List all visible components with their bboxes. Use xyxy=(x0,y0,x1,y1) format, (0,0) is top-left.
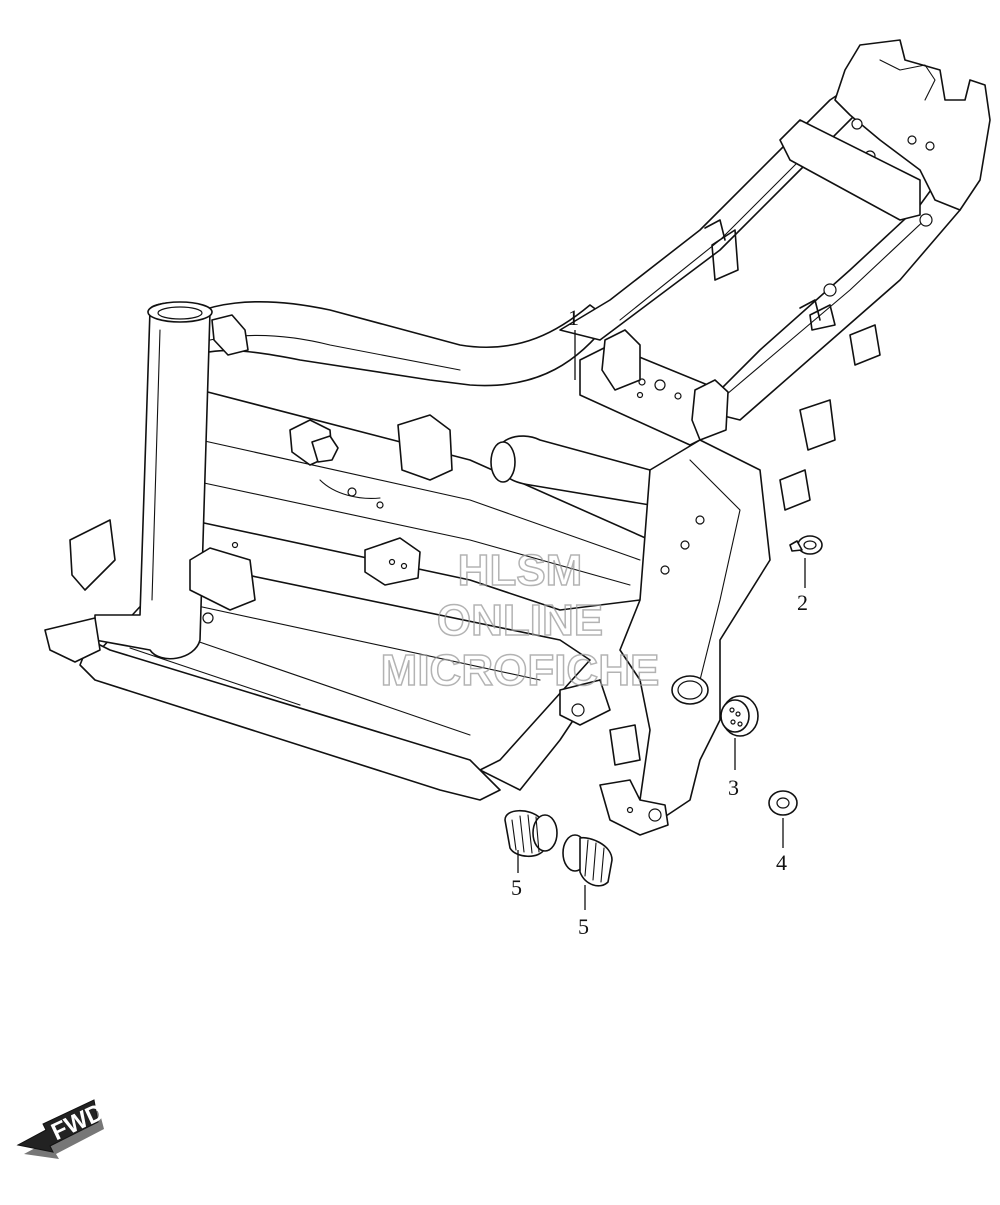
watermark-line-3: MICROFICHE xyxy=(381,646,660,695)
callout-4-label: 4 xyxy=(776,850,787,875)
part-5b-bushing[interactable] xyxy=(562,834,613,887)
callout-3-label: 3 xyxy=(728,775,739,800)
callout-2: 2 xyxy=(797,558,808,615)
steering-head-tube xyxy=(94,301,211,660)
watermark-line-1: HLSM xyxy=(458,546,583,595)
callout-5b-label: 5 xyxy=(578,914,589,939)
watermark: HLSM ONLINE MICROFICHE xyxy=(380,545,660,696)
part-2-grommet[interactable] xyxy=(789,535,823,555)
watermark-line-2: ONLINE xyxy=(437,596,603,645)
fwd-arrow-icon: FWD xyxy=(16,1099,108,1159)
callout-1-label: 1 xyxy=(568,305,579,330)
rear-cross-member xyxy=(779,119,921,221)
swingarm-pivot-plate xyxy=(619,439,771,821)
callout-1: 1 xyxy=(568,305,579,380)
tank-bracket-2 xyxy=(397,414,453,481)
part-5a-bushing[interactable] xyxy=(504,809,558,858)
part-4-washer[interactable] xyxy=(768,790,798,816)
footrest-bracket xyxy=(599,779,669,836)
callout-5a: 5 xyxy=(511,850,522,900)
callout-5a-label: 5 xyxy=(511,875,522,900)
tail-section xyxy=(834,39,991,211)
part-3-cap[interactable] xyxy=(720,695,759,737)
callout-2-label: 2 xyxy=(797,590,808,615)
callout-5b: 5 xyxy=(578,885,589,939)
callout-3: 3 xyxy=(728,738,739,800)
frame-lower-cradle xyxy=(79,639,501,801)
tank-bracket-1 xyxy=(211,314,249,356)
callout-4: 4 xyxy=(776,818,787,875)
motorcycle-frame[interactable] xyxy=(44,39,991,836)
front-bracket xyxy=(44,617,101,663)
